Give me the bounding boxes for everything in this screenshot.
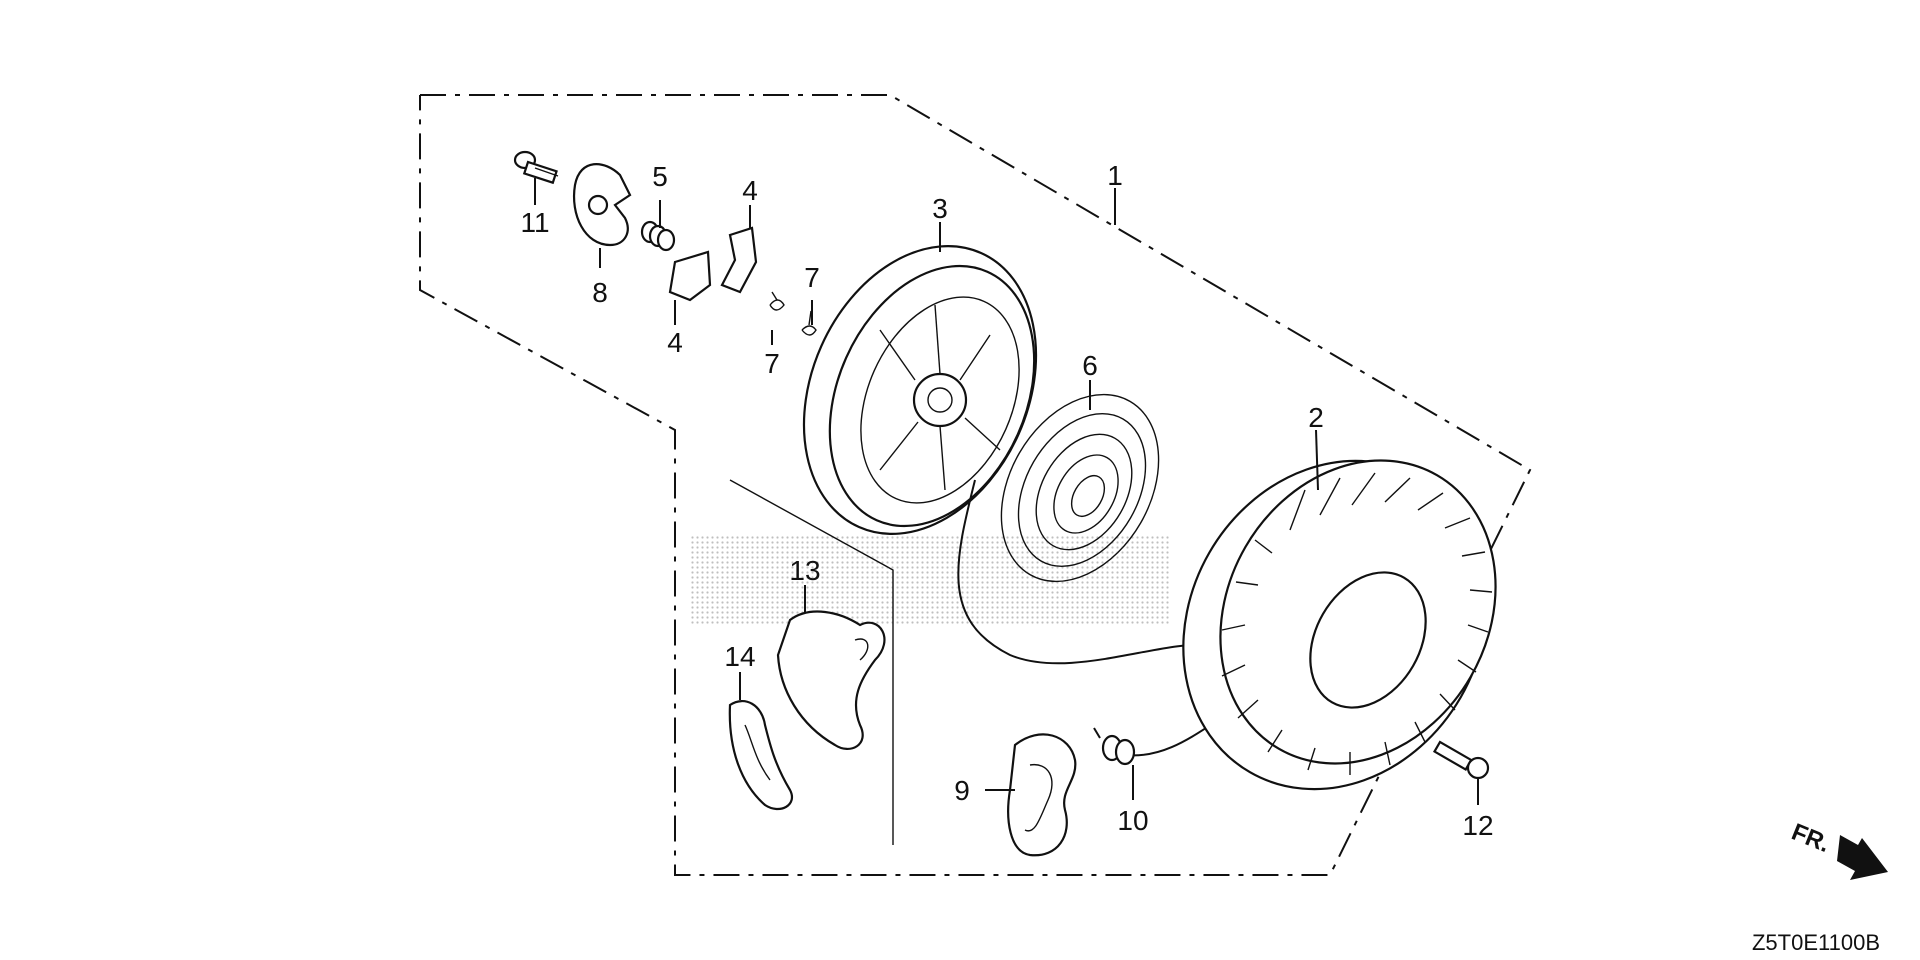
front-direction-label: FR. (1788, 819, 1834, 859)
part-11-bolt (513, 150, 559, 185)
callout-13: 13 (789, 555, 820, 586)
assembly-boundary (419, 94, 1532, 876)
part-5-spring (640, 220, 676, 252)
callout-4-lower: 4 (667, 327, 683, 358)
leader-lines (534, 178, 1479, 805)
part-6-spiral-spring (1000, 393, 1160, 583)
callout-12: 12 (1462, 810, 1493, 841)
part-12-bolt (1432, 740, 1490, 780)
callout-5: 5 (652, 161, 668, 192)
part-8-friction-plate (572, 163, 632, 247)
callout-1: 1 (1107, 160, 1123, 191)
part-13-cover (776, 610, 886, 751)
front-direction-arrow (1837, 835, 1888, 880)
callout-6: 6 (1082, 350, 1098, 381)
part-7-springs (769, 291, 817, 336)
callout-14: 14 (724, 641, 755, 672)
callouts: 1 2 3 4 4 5 6 7 7 8 9 10 11 12 13 14 (520, 160, 1493, 841)
part-2-starter-case (1182, 459, 1497, 791)
part-10-knot (1093, 727, 1136, 766)
callout-2: 2 (1308, 402, 1324, 433)
part-3-reel (802, 244, 1038, 536)
callout-8: 8 (592, 277, 608, 308)
callout-10: 10 (1117, 805, 1148, 836)
part-4-ratchet-lower (668, 250, 712, 302)
part-14-guide (728, 699, 793, 811)
callout-4-upper: 4 (742, 175, 758, 206)
part-9-grip (1007, 733, 1077, 857)
callout-7-upper: 7 (804, 262, 820, 293)
diagram-code: Z5T0E1100B (1752, 930, 1880, 955)
watermark (690, 535, 1170, 625)
callout-9: 9 (954, 775, 970, 806)
callout-3: 3 (932, 193, 948, 224)
callout-11: 11 (520, 207, 549, 238)
callout-7-lower: 7 (764, 348, 780, 379)
part-4-ratchet-upper (720, 226, 758, 294)
